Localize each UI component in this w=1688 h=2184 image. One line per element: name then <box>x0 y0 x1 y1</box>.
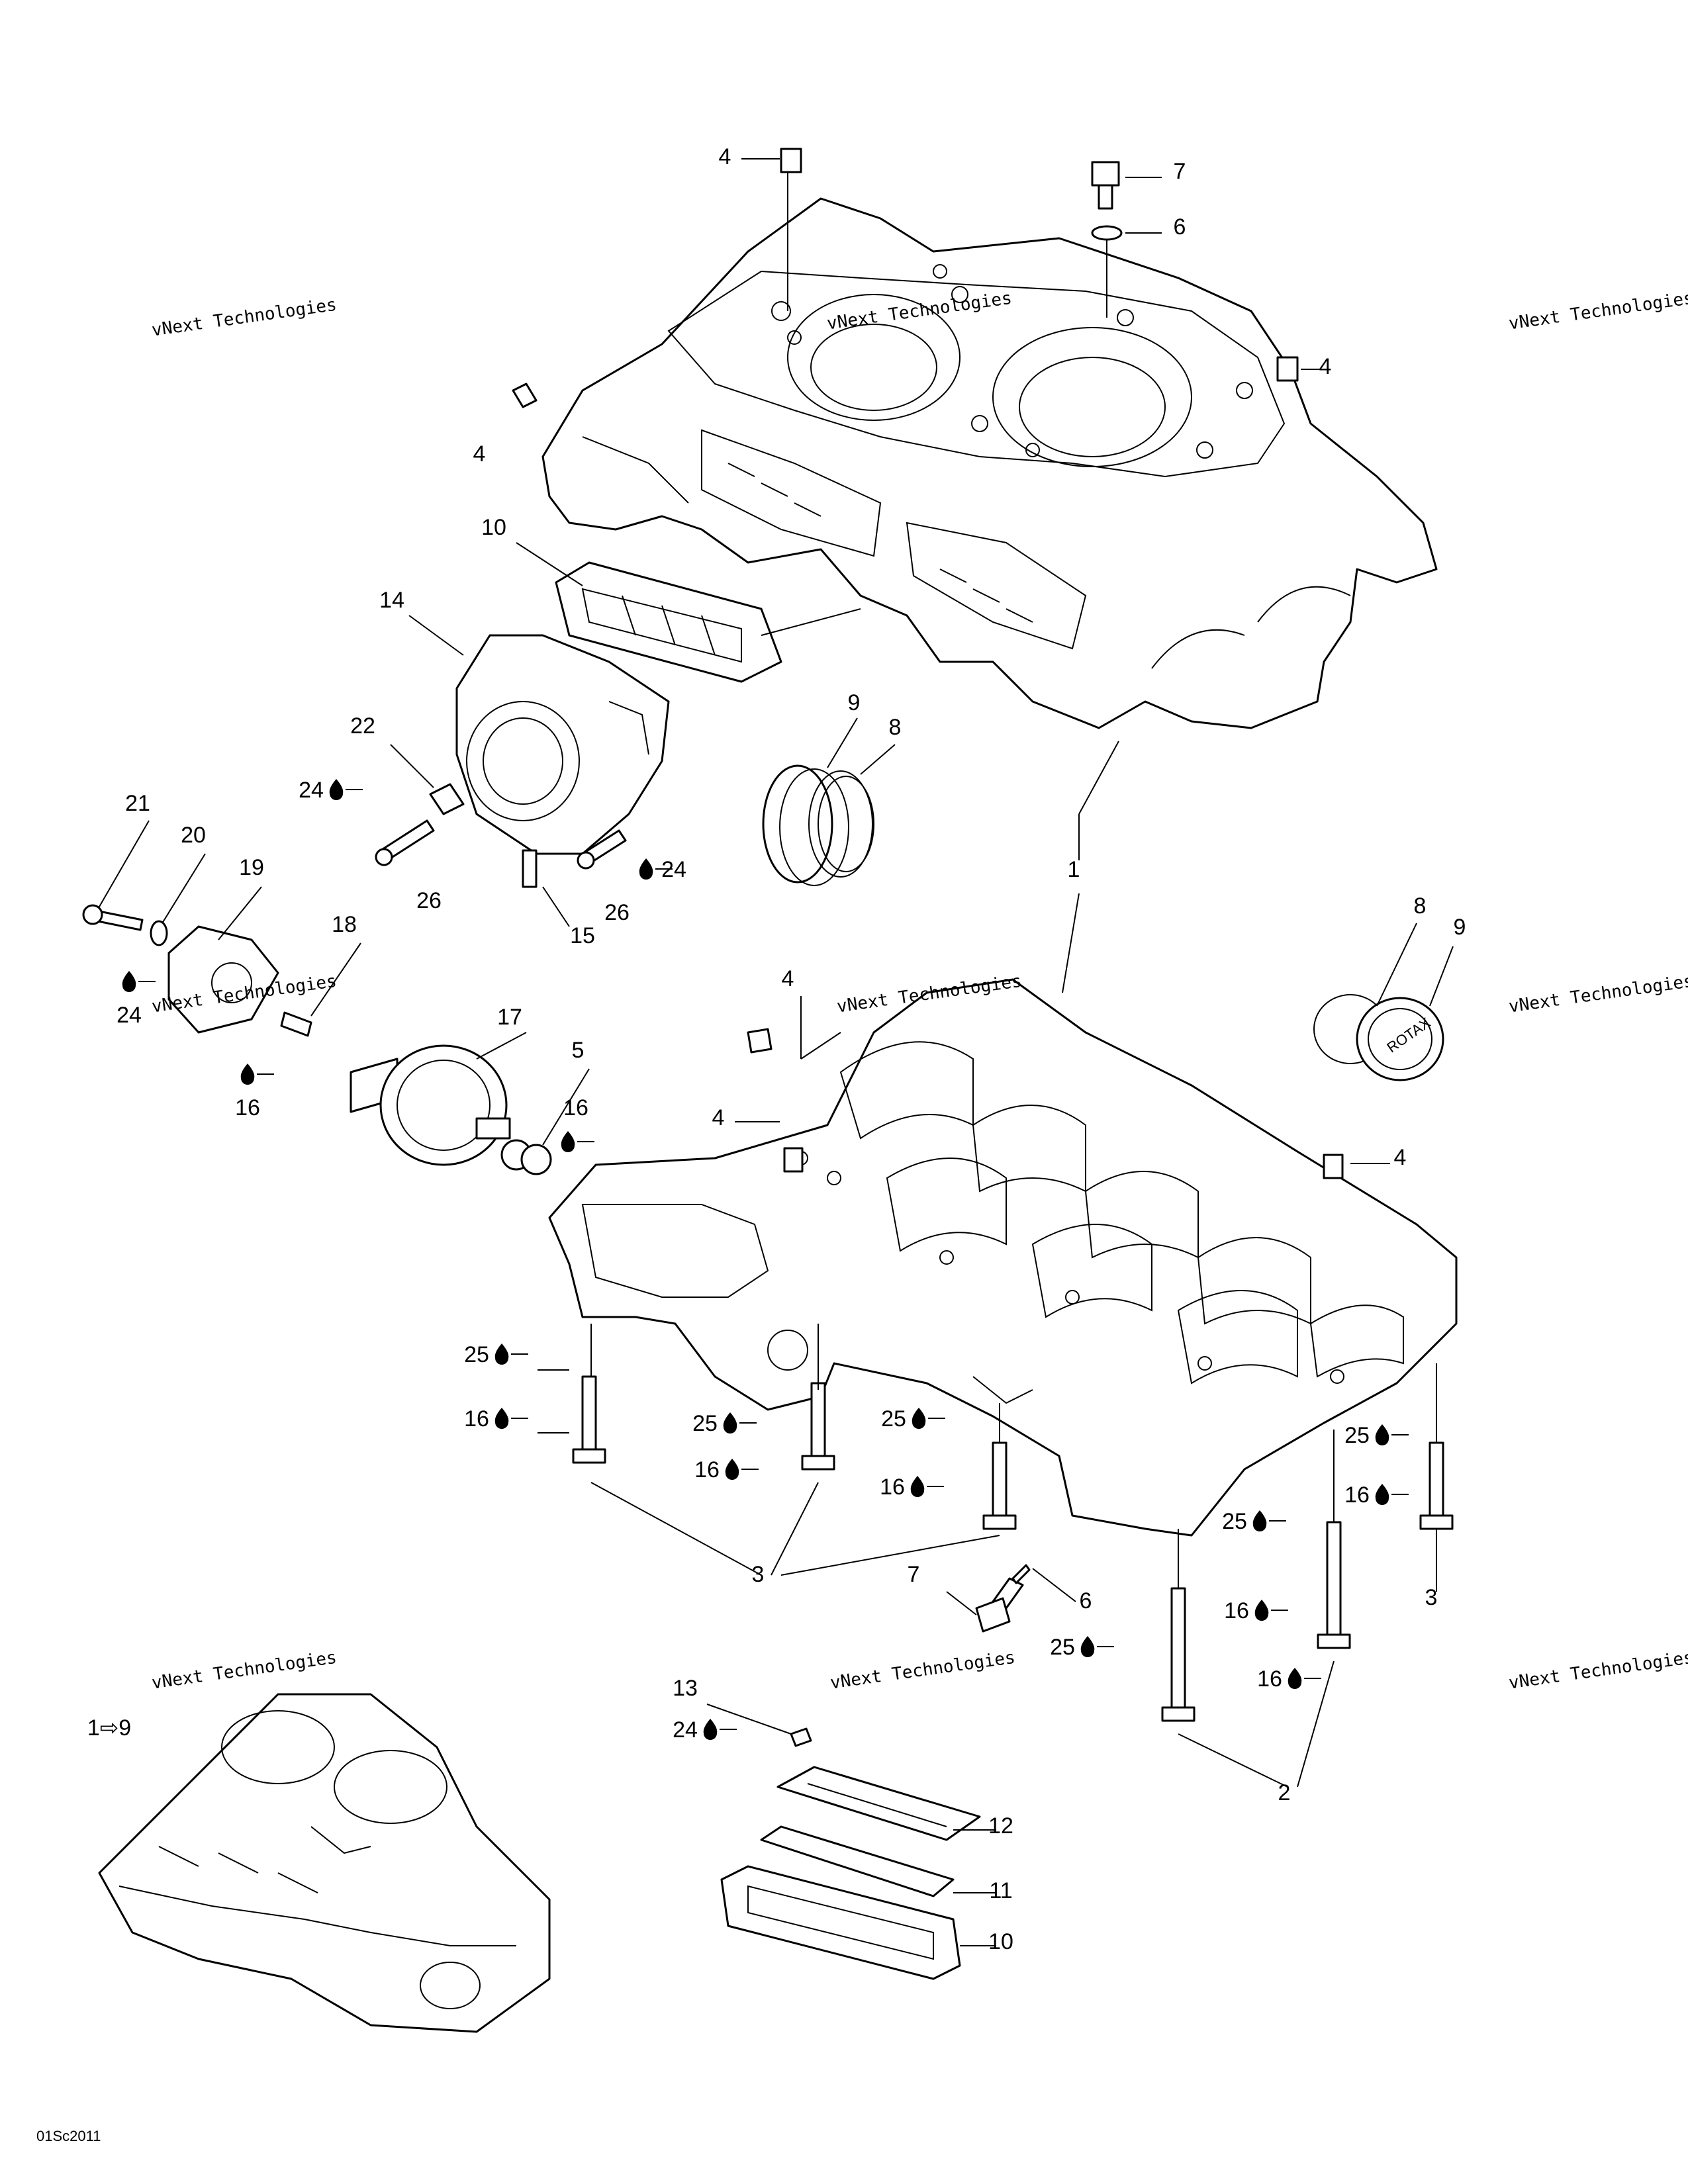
callout-c26a: 26 <box>416 888 442 913</box>
watermark-text-w9: vNext Technologies <box>1507 1648 1688 1694</box>
lubricant-drop-icon <box>1375 1484 1389 1505</box>
callout-c19: 19 <box>239 855 264 880</box>
callout-c16d: 16 <box>694 1457 720 1482</box>
lubricant-drop-icon <box>723 1412 737 1433</box>
callout-c9a: 9 <box>848 690 861 715</box>
callout-c7a: 7 <box>1174 159 1186 184</box>
lubricant-drop-icon <box>1080 1636 1095 1657</box>
lubricant-drop-icon <box>639 858 653 880</box>
callout-c25a: 25 <box>464 1342 489 1367</box>
callout-c18: 18 <box>332 912 357 937</box>
reed-valve-lower <box>720 1766 981 1980</box>
lubricant-drop-icon <box>561 1131 575 1152</box>
lubricant-drop-icon <box>725 1459 739 1480</box>
lubricant-drop-icon <box>122 971 136 992</box>
callout-c21: 21 <box>125 791 150 816</box>
callout-c9b: 9 <box>1454 915 1466 940</box>
callout-c25e: 25 <box>1222 1509 1247 1534</box>
lubricant-drop-icons <box>122 779 1409 1740</box>
watermark-text-w7: vNext Technologies <box>150 1648 338 1694</box>
callout-c13: 13 <box>673 1676 698 1701</box>
callout-c24a: 24 <box>299 778 324 803</box>
callout-c22: 22 <box>350 713 375 739</box>
callout-c11: 11 <box>989 1878 1012 1903</box>
sleeve-and-oring-left <box>762 764 874 886</box>
callout-c17: 17 <box>497 1005 522 1030</box>
callout-c1: 1 <box>1068 857 1080 882</box>
callout-c2: 2 <box>1278 1780 1291 1805</box>
callout-c14: 14 <box>379 588 404 613</box>
callout-c4a: 4 <box>719 144 731 169</box>
lubricant-drop-icon <box>1288 1668 1302 1689</box>
upper-crankcase <box>541 197 1438 729</box>
callout-c4d: 4 <box>782 966 794 991</box>
callout-c4b: 4 <box>1319 354 1332 379</box>
callout-c4f: 4 <box>1394 1145 1407 1170</box>
screw-and-washer-bottom <box>975 1564 1031 1633</box>
callout-c15: 15 <box>570 923 595 948</box>
screw-and-washer-top <box>1091 161 1123 241</box>
cap-and-oring-right: ROTAX <box>1313 994 1444 1081</box>
watermark-text-w8: vNext Technologies <box>829 1648 1016 1694</box>
plug <box>790 1727 812 1747</box>
cover-with-bolt <box>82 904 312 1037</box>
lower-crankcase <box>548 978 1458 1537</box>
watermark-text-w6: vNext Technologies <box>1507 972 1688 1017</box>
callout-c16c: 16 <box>464 1406 489 1432</box>
callout-c24b: 24 <box>661 857 686 882</box>
reed-valve-upper <box>555 561 782 683</box>
callout-c4c: 4 <box>473 441 486 467</box>
intake-manifold <box>455 634 670 855</box>
dowel-pins <box>512 148 1344 1179</box>
callout-c16h: 16 <box>1257 1666 1282 1692</box>
callout-c8a: 8 <box>889 715 902 740</box>
callout-c6a: 6 <box>1174 214 1186 240</box>
callout-c12: 12 <box>988 1813 1013 1839</box>
callout-c16b: 16 <box>235 1095 260 1120</box>
starter-drive <box>350 1044 552 1175</box>
callout-c10a: 10 <box>481 515 506 540</box>
callout-c24c: 24 <box>117 1003 142 1028</box>
clip-and-bolts <box>375 783 627 888</box>
callout-c26b: 26 <box>604 900 630 925</box>
lubricant-drop-icon <box>494 1408 509 1429</box>
callout-c16a: 16 <box>563 1095 588 1120</box>
callout-c16g: 16 <box>1224 1598 1249 1623</box>
lubricant-drop-icon <box>910 1476 925 1497</box>
lubricant-drop-icon <box>494 1343 509 1365</box>
callout-c1to9: 1⇨9 <box>87 1715 131 1741</box>
callout-c24d: 24 <box>673 1717 698 1743</box>
watermark-text-w1: vNext Technologies <box>150 295 338 341</box>
crankcase-bolts <box>572 1375 1454 1722</box>
callout-c25b: 25 <box>692 1411 718 1436</box>
callout-c25c: 25 <box>881 1406 906 1432</box>
callout-c25f: 25 <box>1050 1635 1075 1660</box>
callout-c3a: 3 <box>752 1562 765 1587</box>
callout-c3b: 3 <box>1425 1585 1438 1610</box>
callout-c8b: 8 <box>1414 893 1427 919</box>
lubricant-drop-icon <box>1375 1424 1389 1445</box>
lubricant-drop-icon <box>1254 1600 1269 1621</box>
callout-c20: 20 <box>181 823 206 848</box>
inset-engine-assembly <box>98 1693 551 2033</box>
lubricant-drop-icon <box>912 1408 926 1429</box>
drawing-code: 01Sc2011 <box>36 2128 101 2144</box>
callout-c16e: 16 <box>880 1475 905 1500</box>
lubricant-drop-icon <box>329 779 344 800</box>
callout-c4e: 4 <box>712 1105 725 1130</box>
lubricant-drop-icon <box>1252 1510 1267 1531</box>
callout-c10b: 10 <box>988 1929 1013 1954</box>
callout-c25d: 25 <box>1344 1423 1370 1448</box>
leader-lines <box>99 158 1454 1946</box>
watermark-text-w3: vNext Technologies <box>1507 289 1688 334</box>
lubricant-drop-icon <box>240 1064 255 1085</box>
lubricant-drop-icon <box>703 1719 718 1740</box>
callout-c16f: 16 <box>1344 1482 1370 1508</box>
callout-c6b: 6 <box>1080 1588 1092 1614</box>
callout-c5: 5 <box>572 1038 585 1063</box>
callout-c7b: 7 <box>908 1562 920 1587</box>
